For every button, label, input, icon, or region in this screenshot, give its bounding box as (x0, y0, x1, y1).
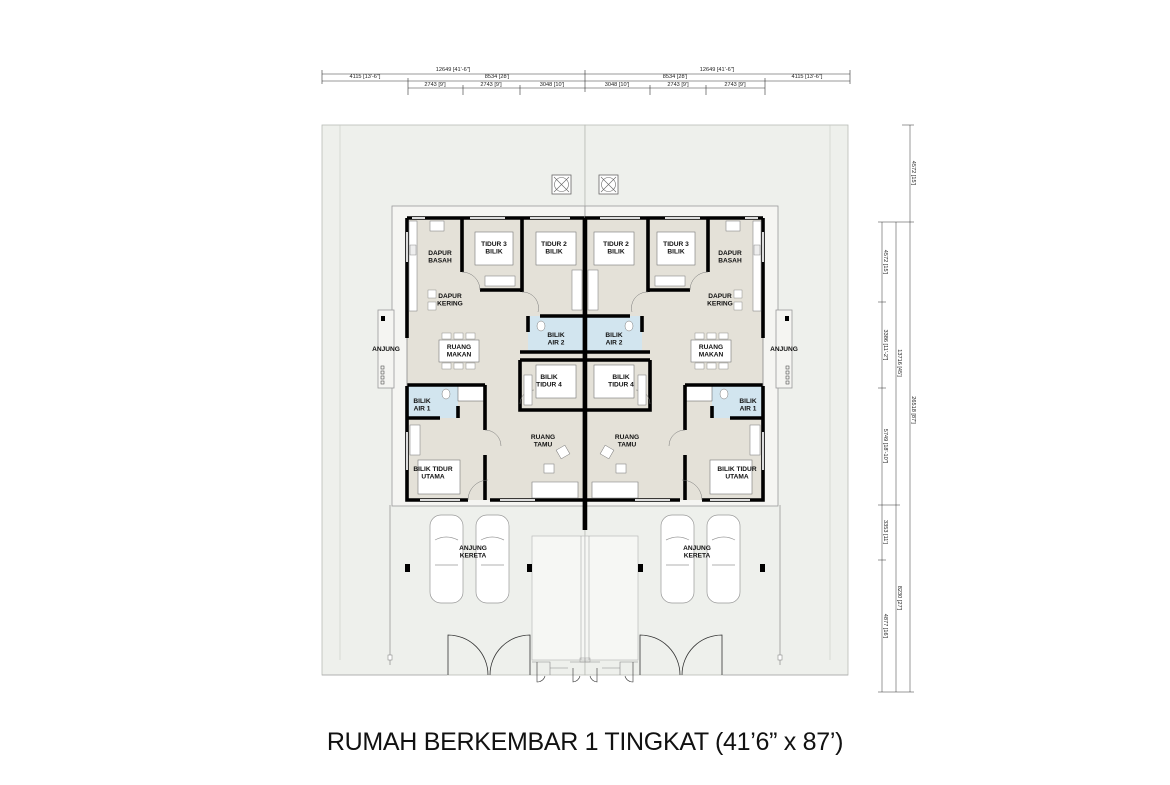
room-label-bilik-air-1-left: BILIK (413, 398, 430, 405)
room-label-tidur-2-right: TIDUR 2 (603, 241, 629, 248)
room-label-anjung-kereta-right: ANJUNG (683, 545, 711, 552)
room-label-ruang-tamu-right: TAMU (618, 442, 637, 449)
room-label-tidur-2-left: TIDUR 2 (541, 241, 567, 248)
dim-right-col3: 4572 [15'] (910, 161, 916, 186)
dim-right-col1: 4877 [16'] (882, 614, 888, 639)
room-label-anjung-kereta-right: KERETA (684, 553, 711, 560)
room-label-anjung-right: ANJUNG (770, 346, 798, 353)
room-label-tidur-utama-right: BILIK TIDUR (717, 466, 756, 473)
room-label-dapur-basah-right: DAPUR (718, 250, 742, 257)
room-label-tidur-3-left: TIDUR 3 (481, 241, 507, 248)
room-label-ruang-makan-right: RUANG (699, 344, 723, 351)
dim-right-col1: 3353 [11'] (882, 520, 888, 544)
room-label-ruang-makan-left: RUANG (447, 344, 471, 351)
room-label-tidur-3-right: BILIK (667, 249, 684, 256)
room-label-tidur-utama-right: UTAMA (725, 474, 749, 481)
room-label-tidur-3-right: TIDUR 3 (663, 241, 689, 248)
room-label-ruang-tamu-left: RUANG (531, 434, 555, 441)
room-label-bilik-air-2-left: AIR 2 (548, 340, 565, 347)
room-label-ruang-makan-left: MAKAN (447, 352, 472, 359)
room-label-bilik-air-1-right: BILIK (739, 398, 756, 405)
plan-title: RUMAH BERKEMBAR 1 TINGKAT (41’6” x 87’) (326, 728, 844, 756)
right-dimensions: 4572 [15'] 3386 [11'-2"] 5749 [18'-10"] … (878, 124, 916, 693)
room-label-bilik-air-1-right: AIR 1 (740, 406, 757, 413)
dim-right-col1: 3386 [11'-2"] (882, 330, 888, 361)
room-label-tidur-4-left: TIDUR 4 (536, 382, 562, 389)
room-label-ruang-tamu-right: RUANG (615, 434, 639, 441)
dim-right-col2: 13716 [45'] (896, 349, 902, 377)
unit-right (585, 125, 848, 682)
room-label-dapur-kering-left: KERING (437, 301, 463, 308)
room-label-tidur-4-right: BILIK (612, 374, 629, 381)
dim-right-col1: 4572 [15'] (882, 250, 888, 275)
room-label-tidur-3-left: BILIK (485, 249, 502, 256)
room-label-ruang-tamu-left: TAMU (534, 442, 553, 449)
dim-top-left-row3: 2743 [9'] (480, 82, 502, 88)
room-label-dapur-kering-right: DAPUR (708, 293, 732, 300)
dim-top-right-row3: 3048 [10'] (605, 82, 630, 88)
room-label-tidur-2-left: BILIK (545, 249, 562, 256)
room-label-bilik-air-2-right: AIR 2 (606, 340, 623, 347)
room-label-anjung-kereta-left: KERETA (460, 553, 487, 560)
room-label-dapur-basah-left: BASAH (428, 258, 452, 265)
dim-top-right-row3: 2743 [9'] (724, 82, 746, 88)
dim-top-left-row3: 3048 [10'] (540, 82, 565, 88)
dim-top-right-row3: 2743 [9'] (667, 82, 689, 88)
room-label-tidur-utama-left: UTAMA (421, 474, 445, 481)
dim-top-right-row2: 8534 [28'] (663, 74, 688, 80)
top-dimensions: 12649 [41'-6"] 4115 [13'-6"] 8534 [28'] … (321, 67, 851, 95)
dim-right-col3: 26518 [87'] (910, 396, 916, 424)
room-label-bilik-air-2-right: BILIK (605, 332, 622, 339)
dim-top-left-row3: 2743 [9'] (424, 82, 446, 88)
room-label-anjung-left: ANJUNG (372, 346, 400, 353)
room-label-bilik-air-1-left: AIR 1 (414, 406, 431, 413)
dim-top-right-row2: 4115 [13'-6"] (792, 74, 823, 80)
room-label-bilik-air-2-left: BILIK (547, 332, 564, 339)
room-label-tidur-utama-left: BILIK TIDUR (413, 466, 452, 473)
room-label-tidur-4-left: BILIK (540, 374, 557, 381)
room-label-ruang-makan-right: MAKAN (699, 352, 724, 359)
unit-left (322, 125, 585, 682)
room-label-dapur-kering-left: DAPUR (438, 293, 462, 300)
room-label-tidur-2-right: BILIK (607, 249, 624, 256)
room-label-dapur-kering-right: KERING (707, 301, 733, 308)
dim-right-col1: 5749 [18'-10"] (882, 429, 888, 464)
dim-top-left-row2: 8534 [28'] (485, 74, 510, 80)
dim-top-left-overall: 12649 [41'-6"] (436, 67, 471, 73)
room-label-tidur-4-right: TIDUR 4 (608, 382, 634, 389)
room-label-dapur-basah-right: BASAH (718, 258, 742, 265)
room-label-anjung-kereta-left: ANJUNG (459, 545, 487, 552)
dim-right-col2: 8230 [27'] (896, 586, 902, 611)
dim-top-left-row2: 4115 [13'-6"] (350, 74, 381, 80)
dim-top-right-overall: 12649 [41'-6"] (700, 67, 735, 73)
room-label-dapur-basah-left: DAPUR (428, 250, 452, 257)
